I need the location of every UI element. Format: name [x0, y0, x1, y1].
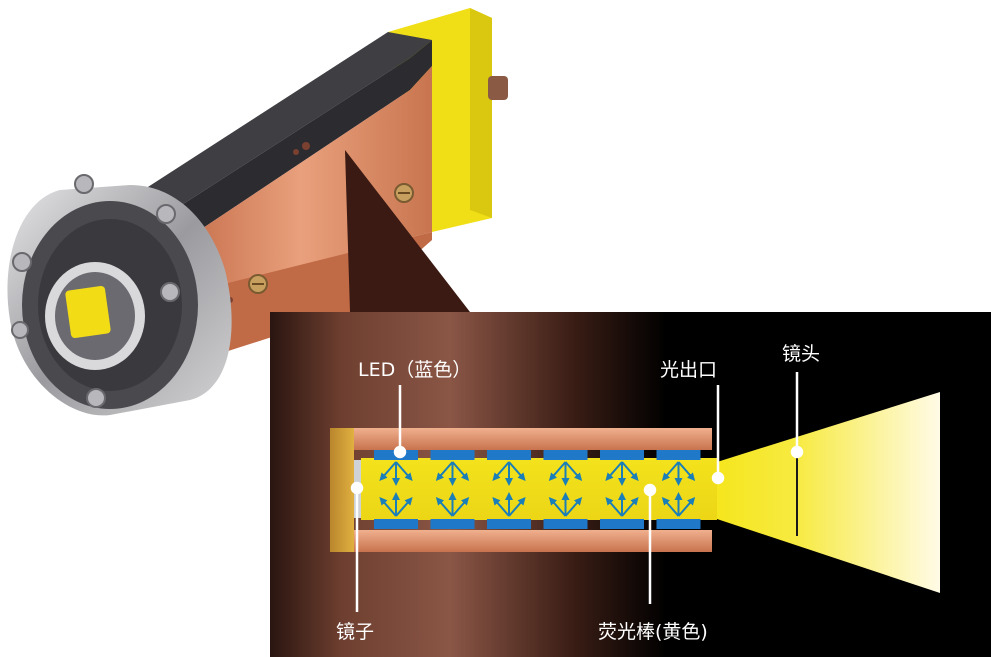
- emission-arrows: [379, 461, 696, 517]
- led-chip: [374, 519, 418, 529]
- emission-arrow: [621, 496, 639, 517]
- dark-rail: [120, 32, 432, 228]
- emission-arrow: [451, 461, 470, 482]
- flange-bolts: [11, 174, 180, 408]
- emission-arrow: [395, 496, 413, 517]
- emission-arrow: [492, 496, 510, 517]
- emission-arrow: [621, 461, 639, 482]
- fluorescent-rod: [361, 458, 717, 520]
- led-label: LED（蓝色）: [358, 359, 471, 381]
- emission-arrow: [508, 461, 526, 482]
- emission-arrow: [548, 496, 567, 517]
- fluorescent-rod-label: 荧光棒(黄色): [598, 621, 708, 643]
- emission-arrow: [379, 461, 397, 482]
- led-chip: [430, 450, 475, 460]
- light-engine-3d: [7, 8, 508, 416]
- emission-arrow: [677, 461, 696, 482]
- leader-lines: [350, 372, 804, 612]
- emission-arrow: [508, 496, 526, 517]
- emission-arrow: [379, 496, 397, 517]
- emission-arrow: [451, 496, 470, 517]
- emission-arrow: [677, 496, 696, 517]
- led-chip: [487, 519, 531, 529]
- emission-arrow: [435, 496, 454, 517]
- led-row-bottom: [374, 519, 701, 529]
- emission-arrow: [435, 461, 454, 482]
- lens-label: 镜头: [782, 343, 820, 365]
- emission-arrow: [492, 461, 510, 482]
- led-chip: [543, 519, 588, 529]
- top-copper-plate: [350, 428, 712, 450]
- emission-arrow: [395, 461, 413, 482]
- led-chip: [656, 450, 701, 460]
- emission-arrow: [548, 461, 567, 482]
- led-chip: [430, 519, 475, 529]
- led-chip: [600, 450, 644, 460]
- cross-section-panel: LED（蓝色） 光出口 镜头 镜子 荧光棒(黄色): [270, 150, 991, 657]
- led-chip: [487, 450, 531, 460]
- bottom-copper-plate: [350, 530, 712, 552]
- emission-arrow: [605, 496, 623, 517]
- mirror-label: 镜子: [336, 621, 374, 643]
- shaft: [488, 76, 508, 100]
- emission-arrow: [564, 461, 583, 482]
- led-chip: [543, 450, 588, 460]
- emission-arrow: [564, 496, 583, 517]
- emission-arrow: [661, 496, 680, 517]
- led-chip: [600, 519, 644, 529]
- light-outlet-label: 光出口: [660, 359, 717, 381]
- light-beam: [717, 392, 940, 593]
- callout-pointer: [345, 150, 470, 312]
- emission-arrow: [605, 461, 623, 482]
- mirror-block: [330, 428, 354, 552]
- led-chip: [656, 519, 701, 529]
- emission-arrow: [661, 461, 680, 482]
